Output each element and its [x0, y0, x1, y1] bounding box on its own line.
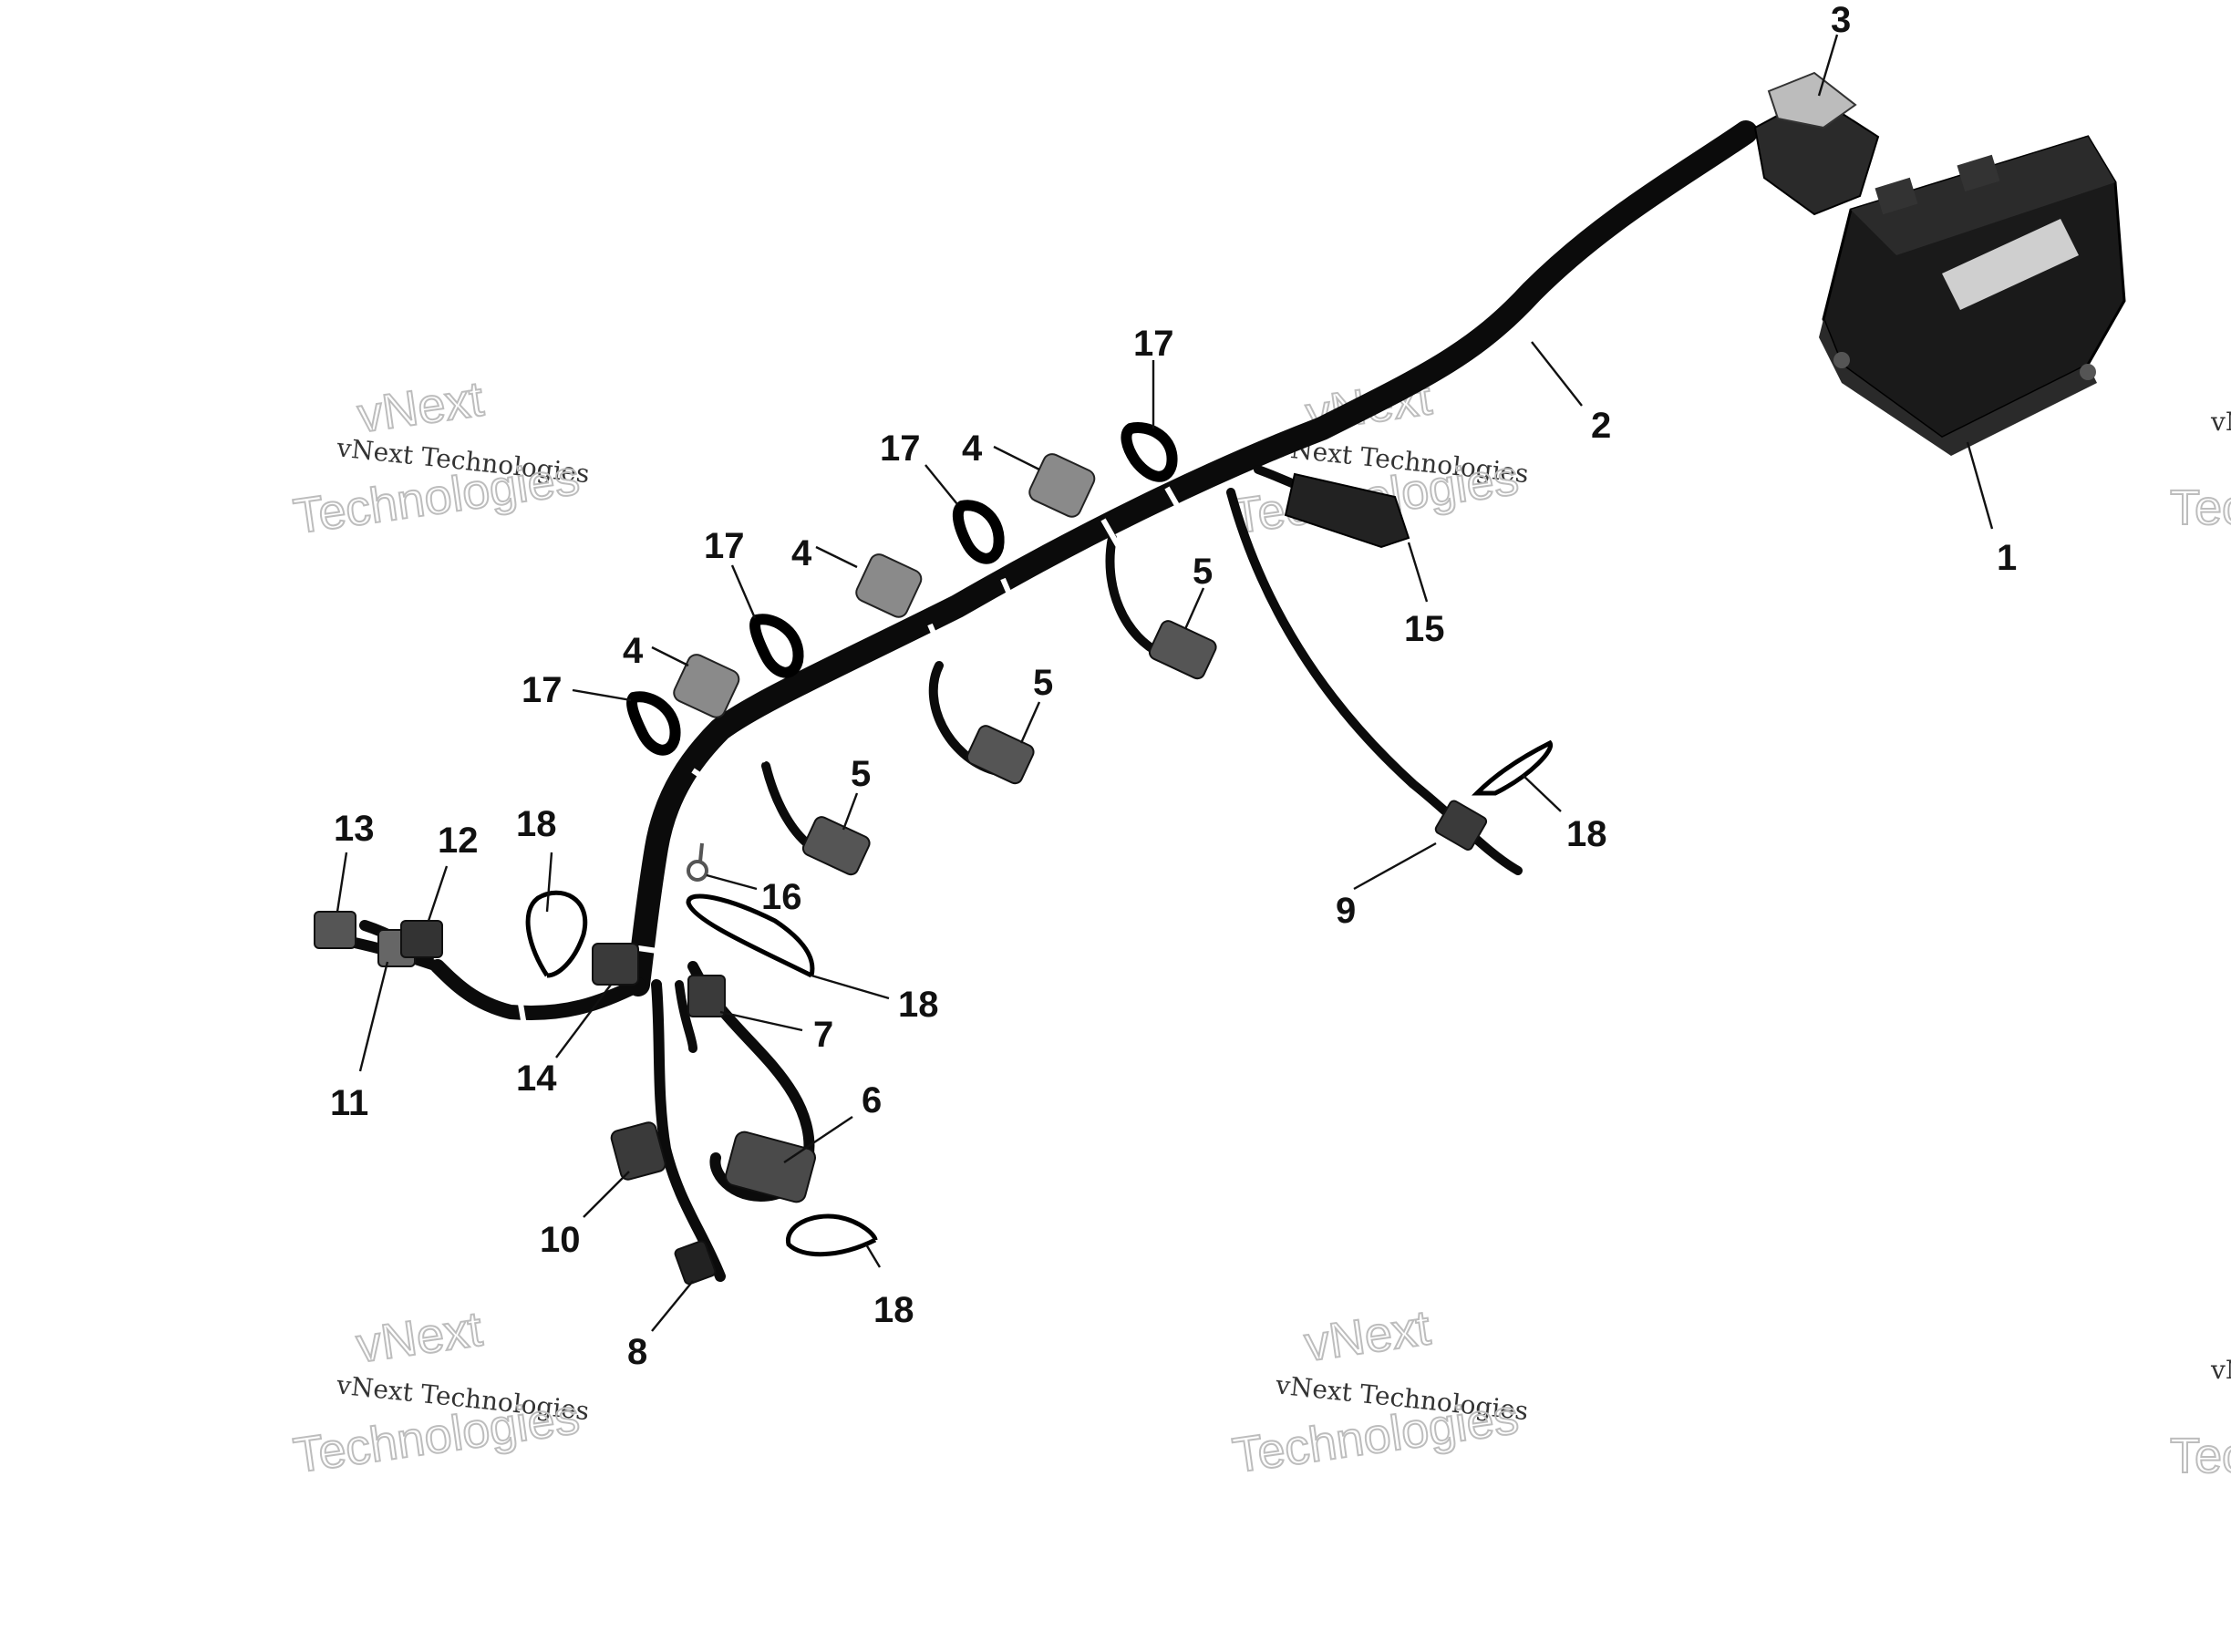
callout-14: 14 [516, 1058, 557, 1099]
watermark-big-text: Technologies [2170, 1429, 2231, 1483]
watermark-small-text: vNext Technologies [2210, 1355, 2231, 1385]
callout-12: 12 [438, 821, 479, 861]
ignition-coil-connector-5c [801, 816, 871, 876]
callout-15: 15 [1404, 609, 1445, 649]
ecm-label-plate [1942, 219, 2079, 310]
watermark-bottom-left: vNext vNext Technologies Technologies [289, 1301, 590, 1484]
ecm-connector-3 [1753, 71, 1880, 216]
callout-16: 16 [761, 877, 802, 917]
callout-3: 3 [1831, 0, 1851, 40]
callout-17c: 17 [704, 526, 745, 566]
watermark-big-text: vNext [353, 1302, 485, 1374]
tie-strap-17d [626, 691, 681, 756]
callout-13: 13 [334, 809, 375, 849]
watermark-big-text: Technologies [2170, 480, 2231, 535]
watermark-bottom-right: vNext vNext Technologies Technologies [1228, 1299, 1529, 1484]
watermark-small-text: vNext Technologies [2210, 407, 2231, 437]
watermark-big-text: vNext [355, 372, 487, 444]
tie-strap-17c [749, 614, 804, 678]
callout-1: 1 [1997, 538, 2017, 578]
ignition-coil-connector-5a [1148, 620, 1217, 680]
cable-tie-18d [786, 1213, 878, 1257]
watermark-top-left: vNext vNext Technologies Technologies [289, 371, 591, 545]
watermark-edge-right: vNext Technologies Technologies vNext Te… [2169, 407, 2231, 1484]
fuel-injector-connector-4a [1028, 453, 1096, 518]
watermark-big-text: vNext [1301, 1300, 1433, 1372]
connector-8 [674, 1240, 717, 1285]
ignition-coil-connector-5b [966, 725, 1035, 785]
ecm-module [1819, 135, 2126, 456]
connector-12 [400, 920, 443, 958]
fuel-injector-connector-4c [673, 654, 740, 718]
cable-tie-18b [686, 893, 815, 978]
connector-9 [1434, 800, 1488, 851]
callout-6: 6 [862, 1080, 882, 1120]
cable-tie-18a [525, 890, 588, 978]
callout-17a: 17 [1133, 324, 1174, 364]
callout-8: 8 [627, 1332, 647, 1372]
callout-18a: 18 [1566, 814, 1607, 854]
connector-6 [725, 1131, 816, 1203]
ground-terminal-16 [687, 842, 708, 882]
connector-7 [687, 975, 726, 1017]
callout-4b: 4 [791, 533, 812, 573]
callout-10: 10 [540, 1220, 581, 1260]
connector-10 [610, 1121, 666, 1181]
cable-tie-18c [1471, 739, 1554, 796]
callout-2: 2 [1591, 406, 1611, 446]
connector-13 [314, 911, 356, 949]
tie-strap-17b [952, 500, 1005, 564]
callout-11: 11 [330, 1083, 368, 1123]
callout-labels: 1 2 3 4 4 4 5 5 5 6 7 8 9 10 11 12 13 14… [330, 0, 2017, 1372]
callout-18d: 18 [873, 1290, 914, 1330]
tie-strap-17a [1121, 422, 1178, 482]
connector-15 [1284, 472, 1410, 549]
leader-lines [336, 34, 1994, 1332]
callout-17d: 17 [522, 670, 563, 710]
callout-4c: 4 [623, 631, 644, 671]
callout-7: 7 [813, 1015, 833, 1055]
callout-18c: 18 [898, 985, 939, 1025]
callout-5a: 5 [1193, 552, 1213, 592]
fuel-injector-connector-4b [855, 553, 923, 618]
callout-4a: 4 [962, 428, 983, 469]
callout-17b: 17 [880, 428, 921, 469]
callout-5b: 5 [1033, 663, 1053, 703]
connector-14 [592, 943, 639, 986]
callout-5c: 5 [851, 754, 871, 794]
callout-18b: 18 [516, 804, 557, 844]
callout-9: 9 [1336, 891, 1356, 931]
